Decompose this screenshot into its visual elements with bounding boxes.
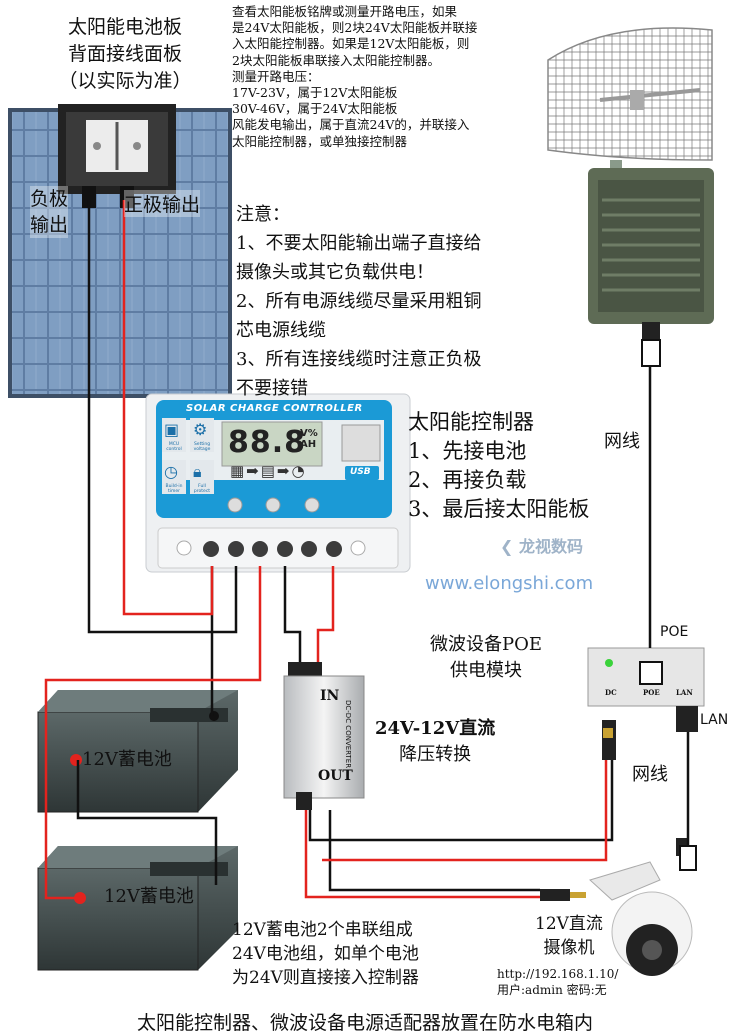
note-line: 2块太阳能板串联接入太阳能控制器。	[232, 52, 440, 68]
camera-access-info: http://192.168.1.10/ 用户:admin 密码:无	[497, 966, 618, 998]
converter-title-line: 24V-12V直流	[375, 718, 496, 739]
attention-line: 1、不要太阳能输出端子直接给	[236, 233, 482, 254]
series-line: 为24V则直接接入控制器	[232, 968, 419, 988]
attention-line: 摄像头或其它负载供电！	[236, 262, 434, 283]
camera-dc-plug	[540, 889, 570, 901]
camera-label-line: 摄像机	[543, 938, 595, 958]
lan-tag: LAN	[700, 712, 729, 728]
attention-line: 3、所有连接线缆时注意正负极	[236, 349, 482, 370]
controller-brand-label: SOLAR CHARGE CONTROLLER	[186, 403, 363, 414]
attention-line: 2、所有电源线缆尽量采用粗铜	[236, 291, 482, 312]
usb-label: USB	[350, 467, 371, 477]
panel-title-line: 太阳能电池板	[67, 16, 182, 38]
camera-url: http://192.168.1.10/	[497, 967, 619, 981]
converter-title-line: 降压转换	[399, 744, 472, 765]
controller-display-digits: 88.8	[228, 425, 307, 460]
junction-box	[58, 104, 176, 208]
gear-icon: ⚙	[193, 420, 208, 439]
negative-output-label: 负极 输出	[30, 186, 69, 238]
cable-label-bottom: 网线	[632, 764, 668, 785]
converter-out-label: OUT	[318, 768, 353, 784]
attention-line: 不要接错	[236, 378, 308, 399]
battery-top	[37, 690, 238, 813]
note-line: 风能发电输出，属于直流24V的，并联接入	[232, 117, 470, 133]
flow-icon: ▦➡▤➡◔	[230, 462, 307, 480]
battery-bottom	[37, 846, 238, 971]
series-line: 24V电池组，如单个电池	[232, 944, 419, 964]
poe-port-dc: DC	[605, 688, 617, 697]
note-line: 查看太阳能板铭牌或测量开路电压，如果	[232, 4, 458, 19]
battery-series-note: 12V蓄电池2个串联组成 24V电池组，如单个电池 为24V则直接接入控制器	[232, 918, 419, 990]
watermark-url: www.elongshi.com	[425, 573, 594, 594]
note-line: 太阳能控制器，或单独接控制器	[232, 133, 408, 149]
attention-notes: 注意： 1、不要太阳能输出端子直接给 摄像头或其它负载供电！ 2、所有电源线缆尽…	[236, 200, 536, 403]
camera-label-line: 12V直流	[535, 914, 603, 934]
clock-icon: ◷	[164, 462, 178, 481]
converter-body-label: DC-DC CONVERTER	[344, 700, 352, 769]
attention-line: 芯电源线缆	[236, 320, 326, 341]
panel-wiring-note: 查看太阳能板铭牌或测量开路电压，如果 是24V太阳能板，则2块24V太阳能板并联…	[232, 4, 532, 150]
chip-icon: ▣	[164, 420, 180, 439]
panel-title-line: （以实际为准）	[58, 70, 192, 92]
note-line: 测量开路电压：	[232, 68, 320, 84]
black-wires	[76, 200, 690, 892]
unit-line: V%	[300, 428, 318, 439]
poe-port-poe: POE	[643, 688, 660, 697]
logo-mark-icon: ❮	[500, 537, 514, 556]
neg-label-line: 输出	[30, 214, 69, 236]
panel-title-line: 背面接线面板	[67, 43, 182, 65]
poe-title-line: 微波设备POE	[430, 634, 543, 655]
note-line: 入太阳能控制器。如果是12V太阳能板，则	[232, 36, 470, 52]
ptz-camera	[589, 838, 693, 976]
note-line: 30V-46V，属于24V太阳能板	[232, 101, 398, 117]
lock-icon: 🔒︎	[193, 462, 202, 481]
note-line: 17V-23V，属于12V太阳能板	[232, 85, 398, 101]
icon-label-timer: Build-in timer	[165, 484, 183, 494]
dc-dc-converter	[283, 662, 365, 810]
camera-login: 用户:admin 密码:无	[497, 983, 607, 997]
icon-label-mcu: MCU control	[166, 442, 182, 452]
neg-label-line: 负极	[30, 188, 69, 210]
poe-tag: POE	[660, 624, 689, 640]
poe-port-lan: LAN	[676, 688, 693, 697]
controller-display-units: V% AH	[300, 428, 318, 450]
controller-step: 1、先接电池	[408, 439, 527, 463]
microwave-unit	[588, 168, 714, 366]
controller-step: 2、再接负载	[408, 468, 527, 492]
icon-label-setting: Setting voltage	[193, 442, 211, 452]
attention-line: 注意：	[236, 204, 290, 225]
converter-title: 24V-12V直流 降压转换	[375, 716, 495, 768]
rj45-top	[641, 339, 661, 367]
battery-top-label: 12V蓄电池	[82, 749, 172, 770]
controller-instructions: 太阳能控制器 1、先接电池 2、再接负载 3、最后接太阳能板	[408, 408, 589, 524]
series-line: 12V蓄电池2个串联组成	[232, 920, 413, 940]
poe-module-title: 微波设备POE 供电模块	[430, 632, 542, 684]
unit-line: AH	[300, 439, 317, 450]
converter-in-label: IN	[320, 688, 340, 704]
controller-title: 太阳能控制器	[408, 410, 534, 434]
controller-step: 3、最后接太阳能板	[408, 497, 590, 521]
positive-output-label: 正极输出	[124, 190, 201, 217]
watermark-logo: ❮ 龙视数码	[500, 533, 583, 557]
poe-dc-tip	[603, 728, 613, 738]
red-wires	[44, 200, 608, 900]
camera-dc-tip	[570, 892, 586, 898]
note-line: 是24V太阳能板，则2块24V太阳能板并联接	[232, 20, 478, 36]
panel-title: 太阳能电池板 背面接线面板 （以实际为准）	[40, 14, 210, 95]
solar-charge-controller	[145, 393, 411, 573]
rj45-camera	[679, 845, 697, 871]
poe-title-line: 供电模块	[450, 660, 522, 681]
battery-bottom-label: 12V蓄电池	[104, 886, 194, 907]
cable-label-top: 网线	[604, 431, 640, 452]
icon-label-protect: Full protect	[193, 484, 211, 494]
footer-note: 太阳能控制器、微波设备电源适配器放置在防水电箱内	[136, 1012, 593, 1034]
watermark-logo-text: 龙视数码	[518, 537, 583, 556]
camera-label: 12V直流 摄像机	[535, 912, 603, 960]
poe-module	[587, 647, 705, 760]
